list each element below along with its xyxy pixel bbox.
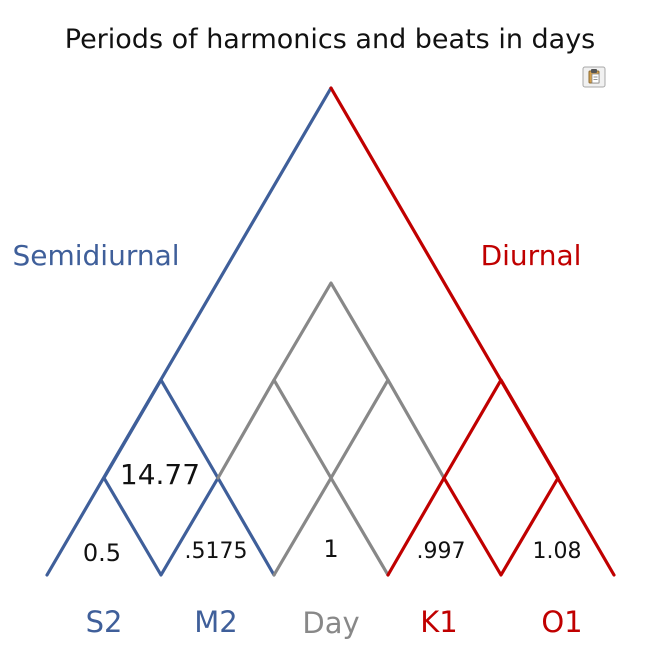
diurnal-lines bbox=[329, 86, 616, 577]
day-lines bbox=[216, 281, 446, 577]
day-value: 1 bbox=[323, 535, 338, 563]
clipboard-icon-clip bbox=[591, 69, 597, 73]
bottom-label-day: Day bbox=[302, 606, 359, 640]
bottom-label-m2: M2 bbox=[194, 605, 237, 639]
day-left-lower-branch bbox=[216, 378, 333, 577]
bottom-label-o1: O1 bbox=[541, 605, 582, 639]
semidiurnal-outer-line bbox=[45, 86, 333, 577]
semidiurnal-label: Semidiurnal bbox=[12, 239, 179, 272]
diurnal-outer-line bbox=[329, 86, 616, 577]
bottom-label-s2: S2 bbox=[86, 605, 123, 639]
diurnal-inner-diamond bbox=[442, 378, 560, 577]
diurnal-label: Diurnal bbox=[481, 239, 582, 272]
semidiurnal-lines bbox=[45, 86, 333, 577]
semidiurnal-right-leg bbox=[216, 476, 276, 577]
page-title: Periods of harmonics and beats in days bbox=[65, 24, 596, 55]
clipboard-icon[interactable] bbox=[582, 66, 606, 88]
clipboard-icon-paper bbox=[591, 73, 600, 84]
bottom-label-k1: K1 bbox=[420, 605, 457, 639]
m2-value: .5175 bbox=[185, 539, 248, 564]
o1-value: 1.08 bbox=[533, 539, 582, 564]
s2-value: 0.5 bbox=[83, 539, 121, 567]
day-upper-diamond bbox=[272, 281, 390, 382]
k1-value: .997 bbox=[417, 539, 466, 564]
beat-value-14-77: 14.77 bbox=[120, 458, 200, 491]
diurnal-left-leg bbox=[386, 476, 446, 577]
day-right-lower-branch bbox=[329, 378, 446, 577]
